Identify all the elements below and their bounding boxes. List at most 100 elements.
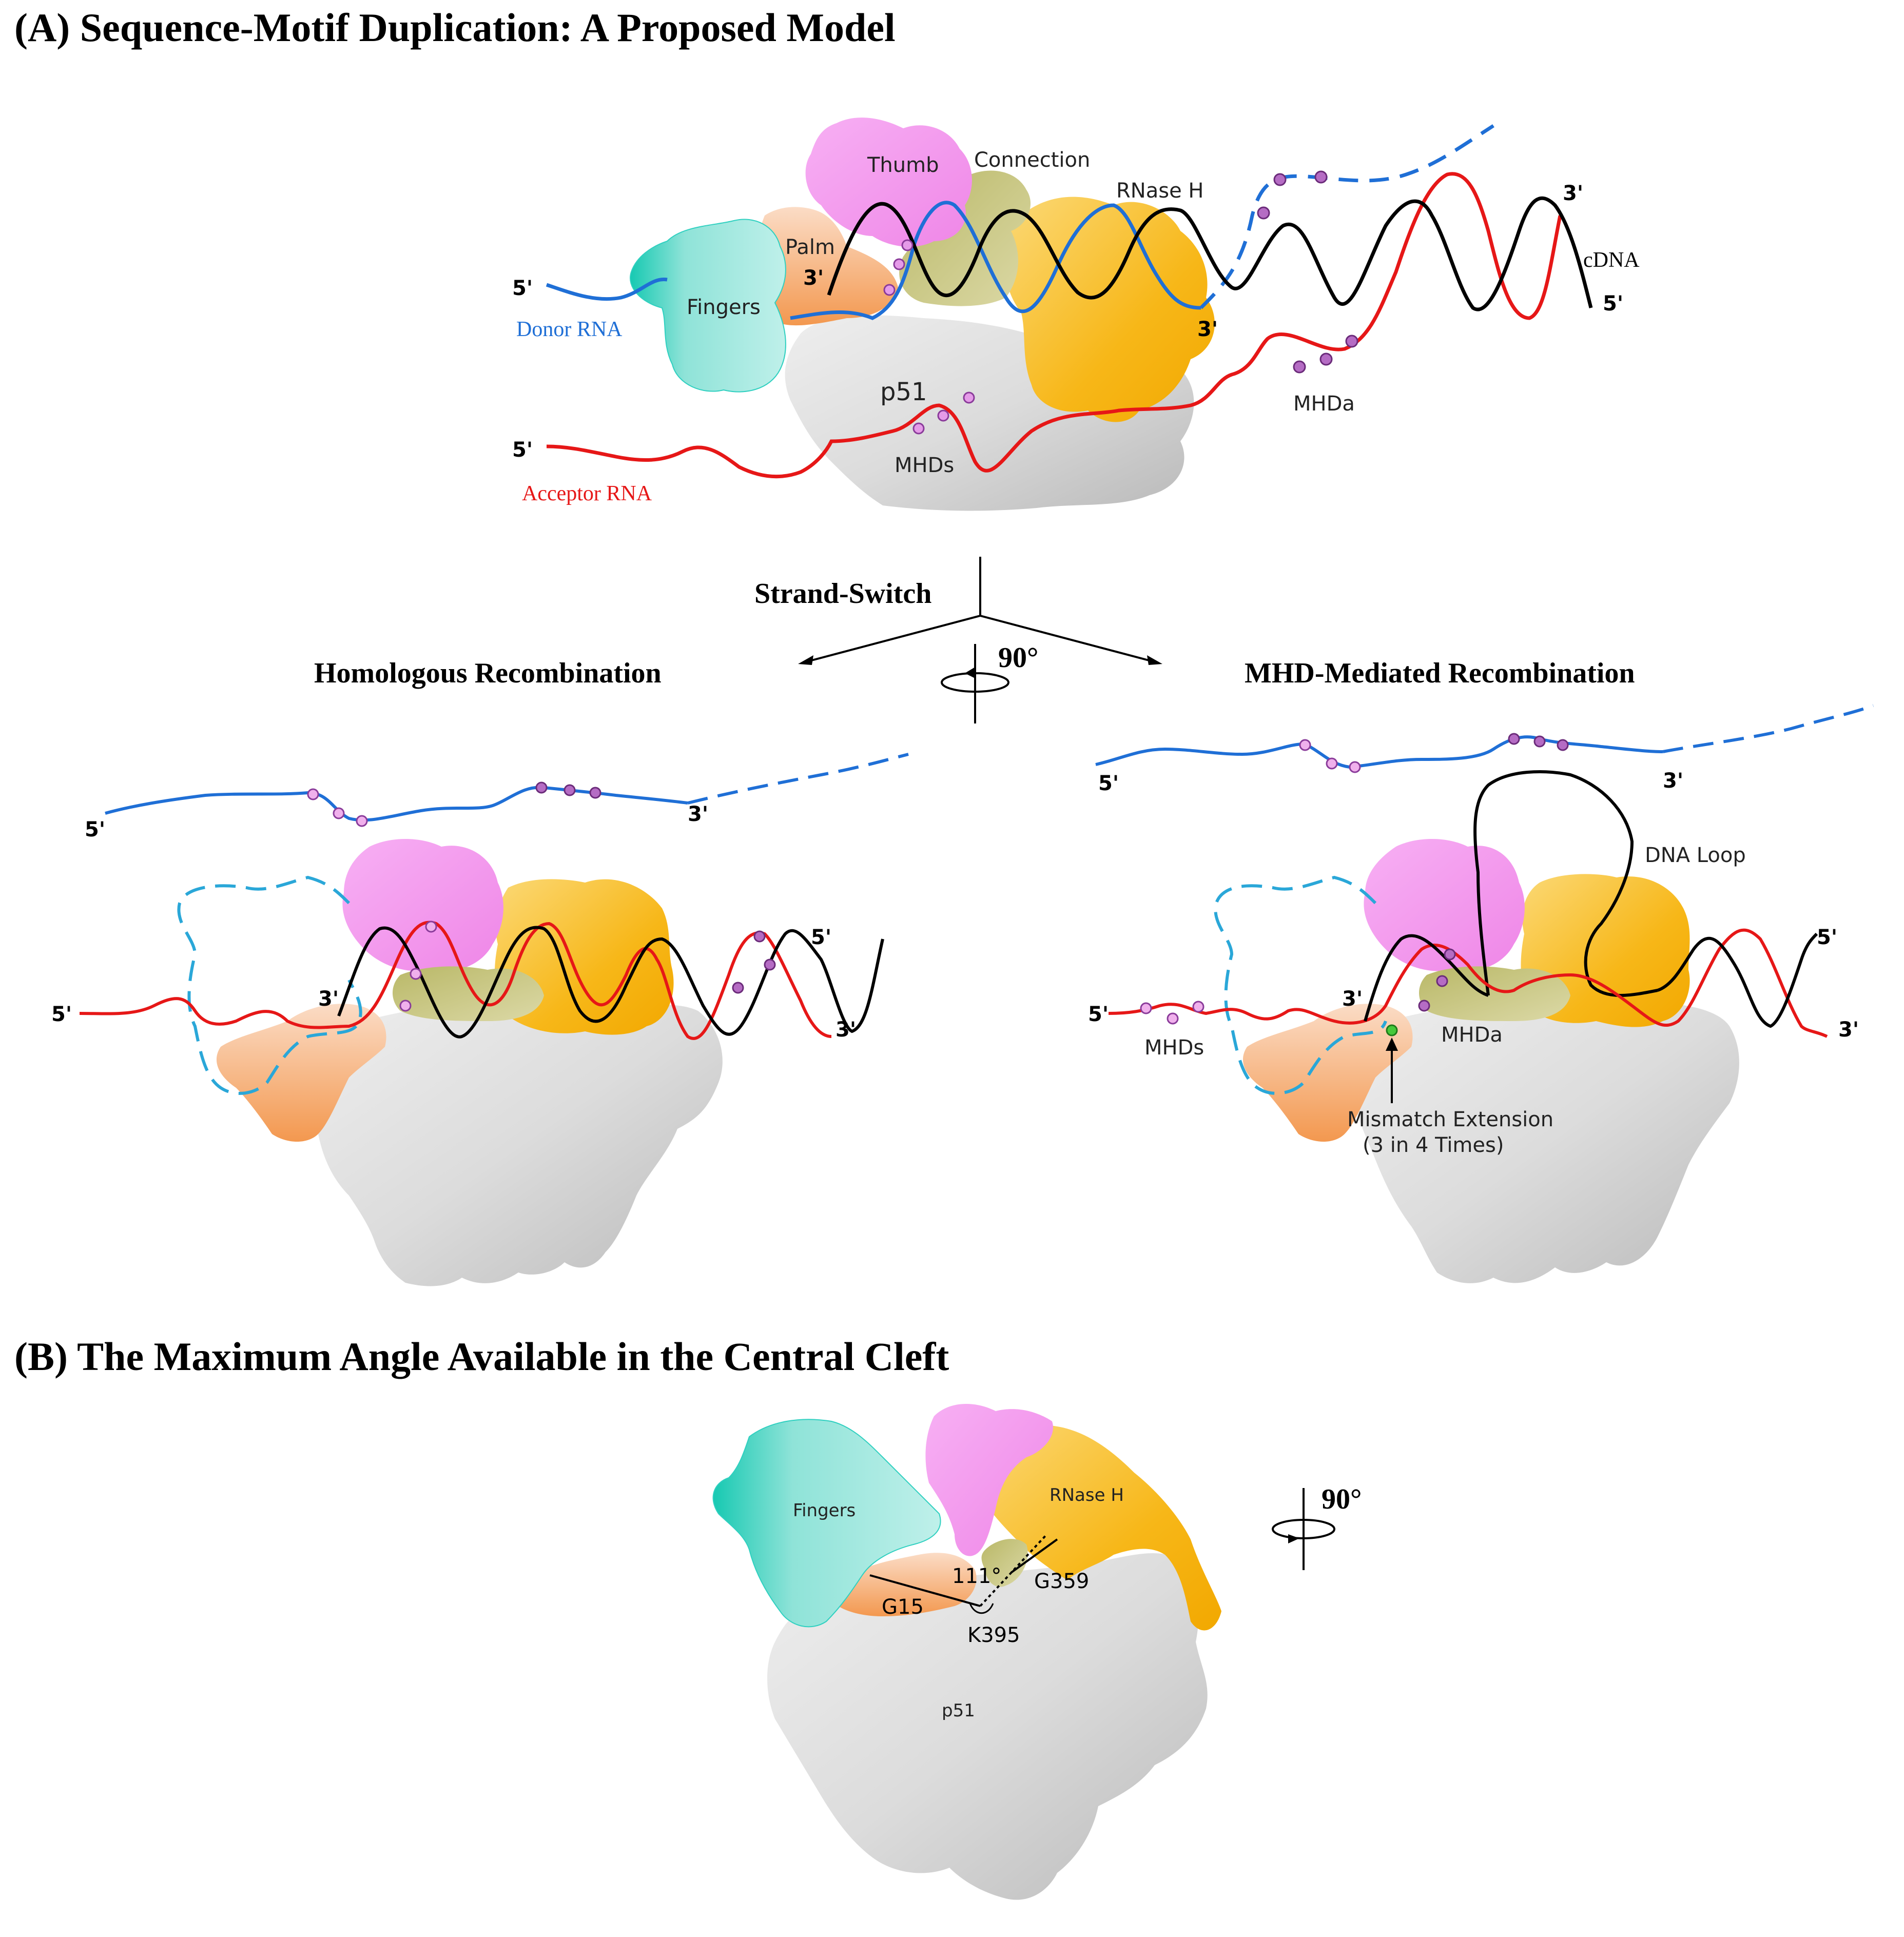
motif-dot xyxy=(425,921,437,933)
motif-dot xyxy=(1167,1012,1179,1025)
left-right-3: 3' xyxy=(836,1018,856,1042)
thumb-label: Thumb xyxy=(867,153,939,177)
mhd-title: MHD-Mediated Recombination xyxy=(1245,657,1635,689)
motif-dots-top xyxy=(883,239,975,435)
rotation-icon-b xyxy=(1272,1488,1335,1570)
motif-dot xyxy=(1319,353,1333,366)
cdna-3-end: 3' xyxy=(1563,182,1583,205)
mhda-label-top: MHDa xyxy=(1293,392,1355,416)
cdna-left xyxy=(337,926,884,1039)
donor-rna-right xyxy=(1095,735,1663,769)
motif-dots-top-dark xyxy=(1257,170,1358,374)
mhda-label-right: MHDa xyxy=(1441,1023,1503,1047)
palm-label: Palm xyxy=(785,236,835,259)
motif-dot xyxy=(893,258,905,270)
p51-label-b: p51 xyxy=(942,1700,975,1721)
mhds-label-right: MHDs xyxy=(1144,1036,1204,1060)
connection-domain-b xyxy=(981,1539,1028,1587)
motif-dot xyxy=(1436,975,1448,987)
dna-loop-label: DNA Loop xyxy=(1645,844,1746,867)
motif-dot xyxy=(1444,948,1456,961)
motif-dot xyxy=(1418,1000,1430,1012)
motif-dot xyxy=(1508,733,1520,745)
motif-dot xyxy=(564,784,576,796)
connection-label: Connection xyxy=(974,148,1090,172)
connection-domain xyxy=(899,170,1031,306)
motif-dot xyxy=(883,284,896,296)
motif-dot xyxy=(1533,735,1546,748)
fingers-domain xyxy=(630,219,786,393)
cdna-right xyxy=(1364,932,1818,1028)
cdna-strand xyxy=(827,196,1593,311)
motif-dots-left xyxy=(307,788,437,1012)
motif-dot xyxy=(1349,761,1361,773)
angle-arm-solid xyxy=(1010,1538,1058,1574)
connection-domain-right xyxy=(1419,966,1570,1021)
motif-dot xyxy=(937,409,949,422)
p51-domain-right xyxy=(1350,1002,1739,1283)
mismatch-label-1: Mismatch Extension xyxy=(1347,1108,1553,1131)
right-right-3: 3' xyxy=(1838,1018,1859,1042)
motif-dot xyxy=(1140,1002,1152,1014)
left-donor-5: 5' xyxy=(85,818,105,842)
rnaseh-domain xyxy=(1005,197,1215,422)
left-right-5: 5' xyxy=(811,926,831,949)
rotation-icon xyxy=(941,644,1009,723)
acceptor-rna-strand xyxy=(546,172,1562,479)
panel-b-title: (B) The Maximum Angle Available in the C… xyxy=(14,1334,949,1379)
motif-dot xyxy=(333,807,345,819)
donor-rna-left-dashed xyxy=(687,753,909,805)
angle-label: 111° xyxy=(952,1564,1001,1588)
mismatch-dot xyxy=(1386,1024,1398,1036)
top-diagram: Thumb Connection RNase H Palm Fingers p5… xyxy=(512,118,1640,511)
left-acceptor-5: 5' xyxy=(51,1003,72,1026)
connection-domain-left xyxy=(393,966,544,1021)
panel-b-diagram: Fingers RNase H p51 111° G15 G359 K395 9… xyxy=(712,1404,1362,1900)
loop-dashed-right xyxy=(1214,875,1387,1095)
acceptor-rna-right xyxy=(1108,928,1828,1038)
right-acceptor-5: 5' xyxy=(1088,1003,1109,1026)
motif-dot xyxy=(589,787,601,799)
right-primer-3: 3' xyxy=(1342,987,1363,1011)
rotation-label-b: 90° xyxy=(1322,1483,1362,1515)
motif-dot xyxy=(399,1000,412,1012)
motif-dot xyxy=(1273,173,1287,186)
k395-label: K395 xyxy=(967,1623,1020,1647)
motif-dot xyxy=(1557,739,1569,751)
motif-dot xyxy=(1345,335,1358,348)
angle-arm-g15 xyxy=(869,1574,981,1607)
panel-a-title: (A) Sequence-Motif Duplication: A Propos… xyxy=(14,5,896,50)
motif-dot xyxy=(356,815,368,827)
donor-rna-label: Donor RNA xyxy=(516,318,623,341)
p51-domain-left xyxy=(312,1002,723,1286)
g359-label: G359 xyxy=(1034,1570,1089,1593)
thumb-domain-right xyxy=(1364,839,1525,971)
angle-arc xyxy=(969,1603,994,1614)
motif-dot xyxy=(901,239,914,251)
motif-dot xyxy=(1299,739,1311,751)
g15-label: G15 xyxy=(882,1595,924,1619)
motif-dot xyxy=(963,392,975,404)
thumb-domain-left xyxy=(342,839,503,971)
motif-dot xyxy=(732,982,744,994)
motif-dot xyxy=(912,422,925,435)
angle-arm-g359 xyxy=(979,1533,1048,1607)
mismatch-label-2: (3 in 4 Times) xyxy=(1363,1133,1504,1157)
cdna-5-end: 5' xyxy=(1603,292,1623,316)
donor-rna-dashed xyxy=(1199,124,1494,309)
loop-dashed-left xyxy=(177,875,362,1095)
acceptor-rna-label: Acceptor RNA xyxy=(522,482,652,505)
fingers-label-b: Fingers xyxy=(793,1500,856,1521)
mhds-label-top: MHDs xyxy=(895,454,954,477)
motif-dot xyxy=(535,781,548,794)
rnaseh-3-end: 3' xyxy=(1197,318,1218,341)
palm-3-end: 3' xyxy=(803,266,824,290)
thumb-domain-b xyxy=(925,1404,1053,1556)
fingers-label: Fingers xyxy=(687,296,761,319)
rnaseh-label: RNase H xyxy=(1116,179,1203,203)
p51-label: p51 xyxy=(880,378,927,406)
motif-dot xyxy=(307,788,319,800)
motif-dots-right-dark xyxy=(1418,733,1569,1012)
right-right-5: 5' xyxy=(1817,926,1837,949)
